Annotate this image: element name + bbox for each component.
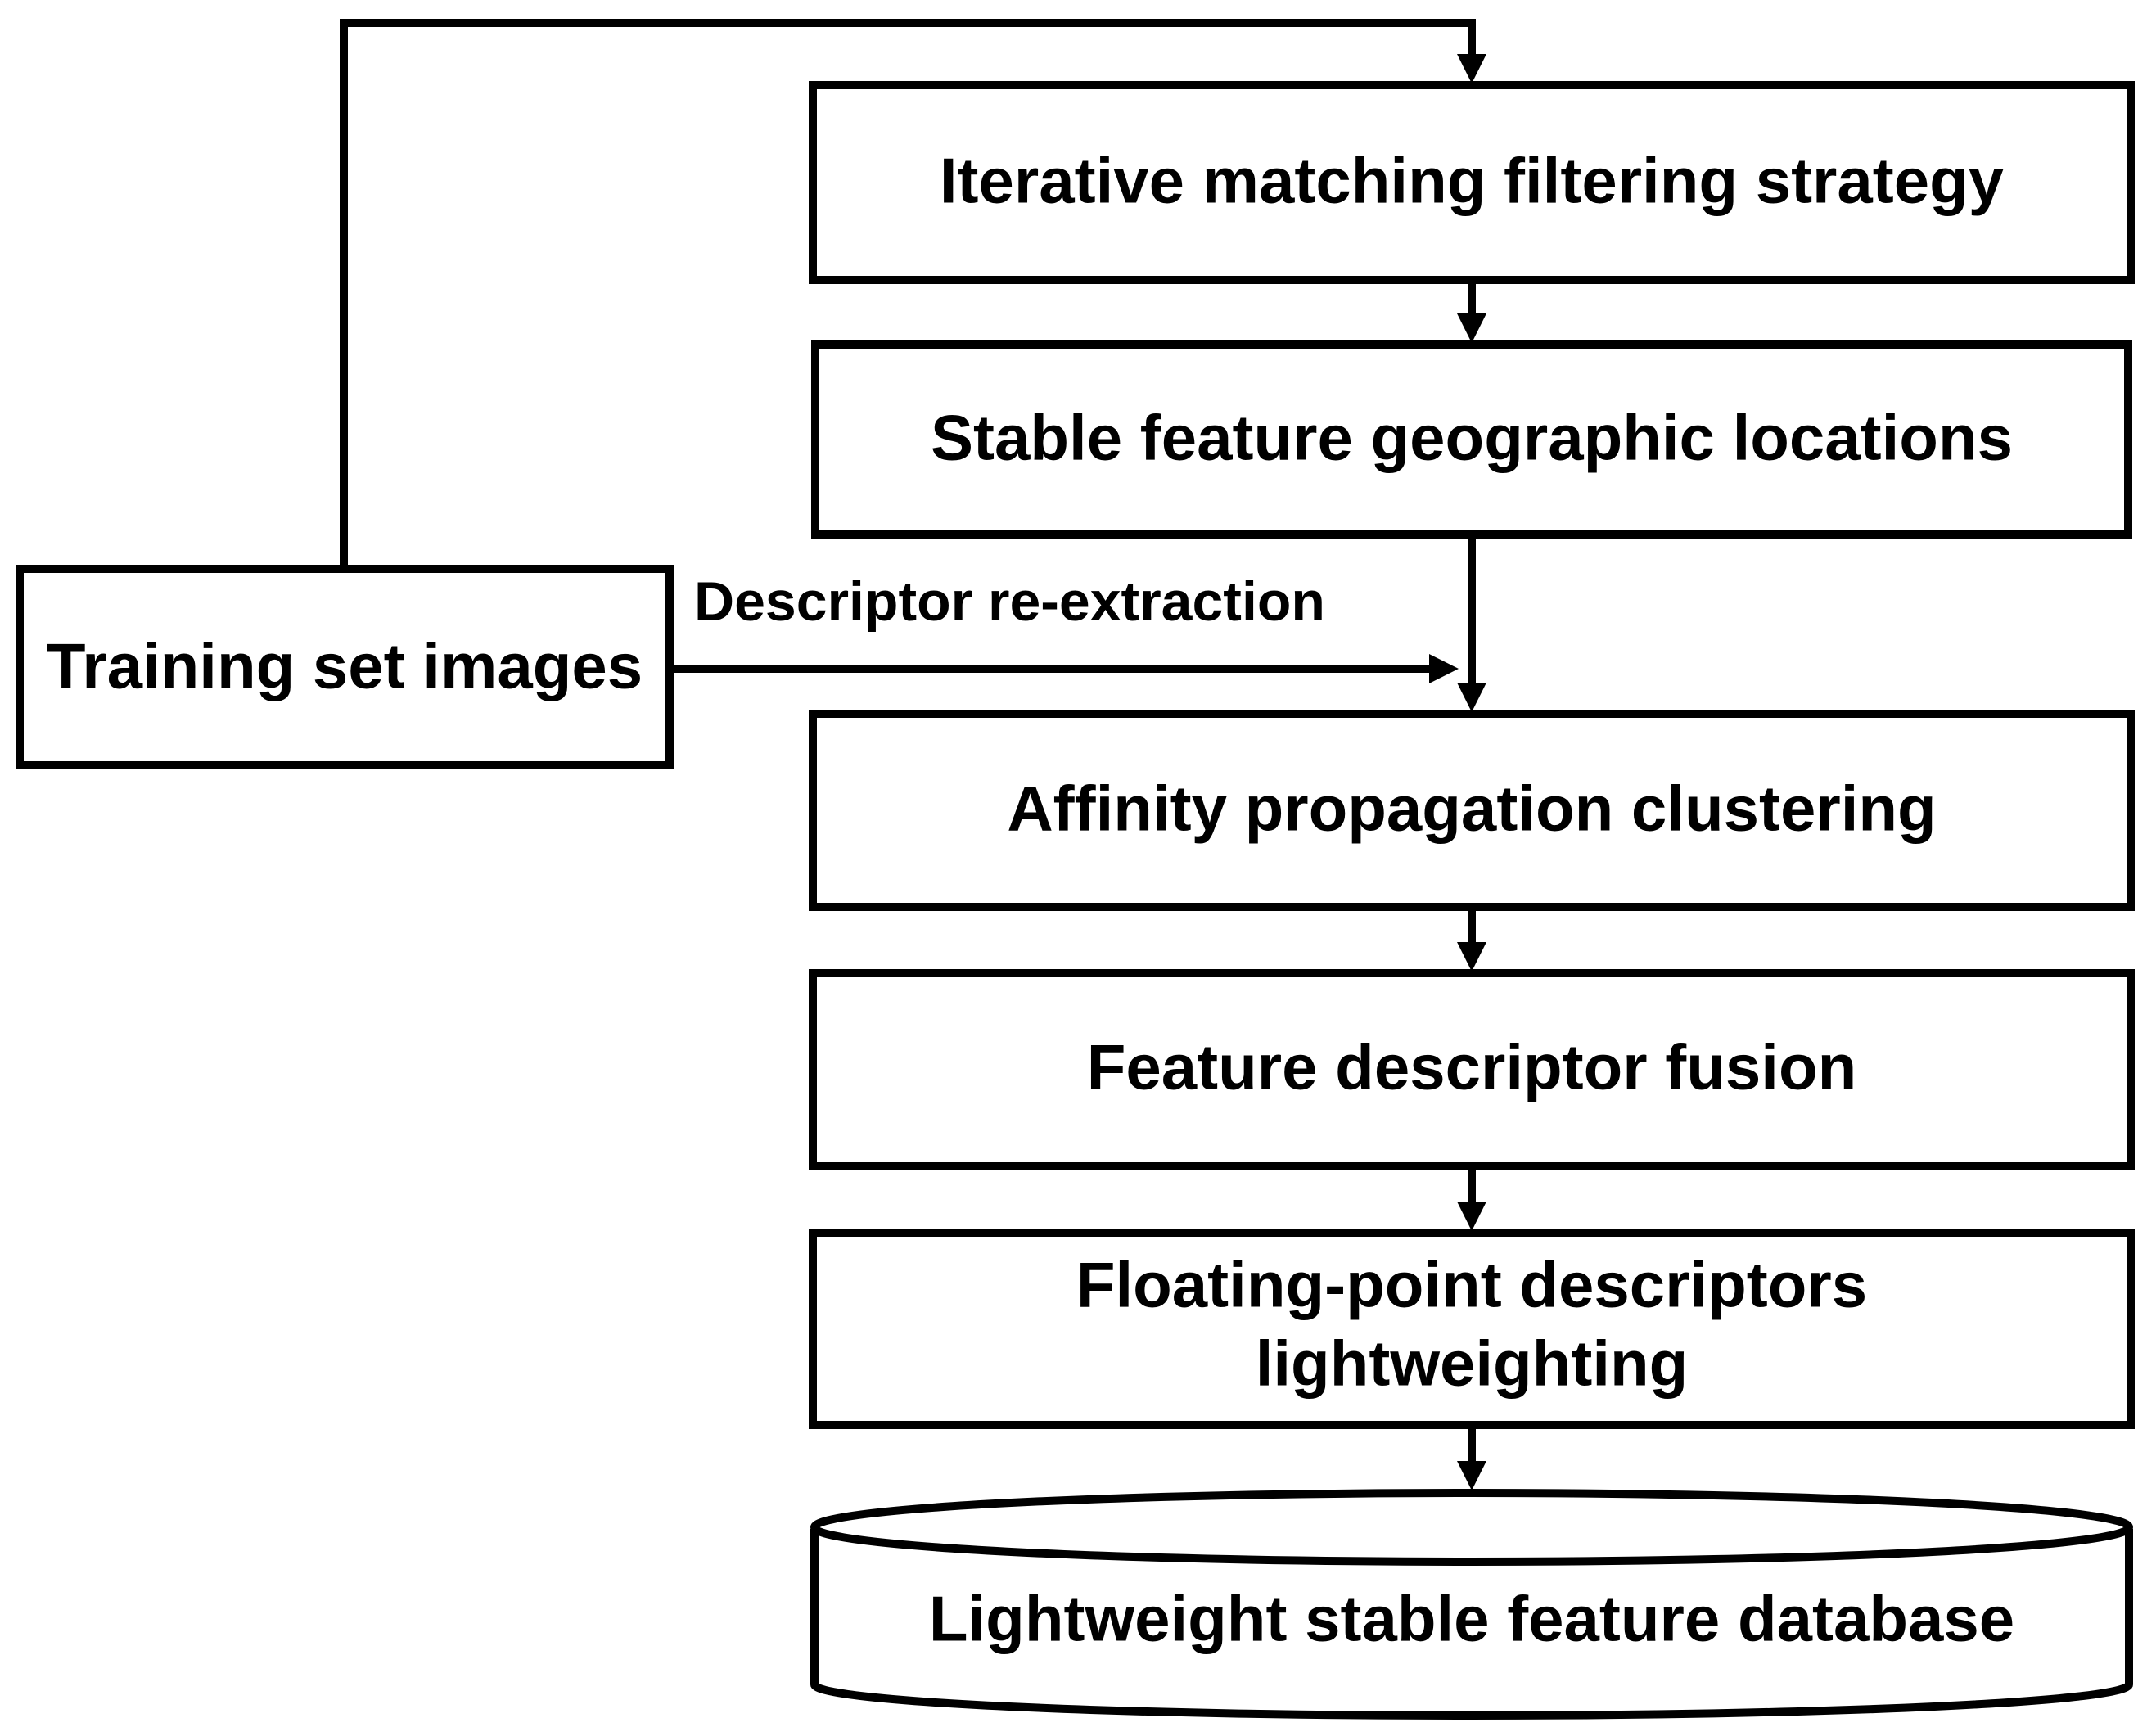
node-iterative-matching-label: Iterative matching filtering strategy [940,145,2004,217]
node-affinity-clustering: Affinity propagation clustering [809,710,2135,911]
arrow-affinity-to-fusion-head [1457,942,1486,972]
feedback-connector-line [340,19,1476,569]
node-training-set-images: Training set images [16,565,674,769]
arrow-lightweighting-to-database-head [1457,1461,1486,1490]
node-descriptor-fusion-label: Feature descriptor fusion [1087,1031,1857,1103]
edge-label-descriptor-reextraction: Descriptor re-extraction [694,570,1325,633]
node-stable-locations-label: Stable feature geographic locations [931,402,2013,474]
node-stable-locations: Stable feature geographic locations [811,340,2132,539]
arrow-reextraction-head [1429,654,1459,683]
node-lightweighting-label-line1: Floating-point descriptors [1076,1249,1867,1321]
node-database-label: Lightweight stable feature database [929,1583,2014,1655]
node-training-set-images-label: Training set images [47,630,643,702]
feedback-arrowhead [1457,54,1486,83]
node-affinity-clustering-label: Affinity propagation clustering [1007,773,1936,845]
arrow-fusion-to-lightweighting-head [1457,1202,1486,1231]
database-cylinder-top [810,1489,2133,1566]
arrow-iterative-to-stable-head [1457,313,1486,343]
node-descriptor-fusion: Feature descriptor fusion [809,969,2135,1170]
node-database-cylinder: Lightweight stable feature database [810,1489,2133,1720]
node-lightweighting: Floating-point descriptors lightweightin… [809,1229,2135,1429]
node-lightweighting-label-line2: lightweighting [1256,1328,1689,1400]
arrow-stable-to-affinity-head [1457,683,1486,712]
node-iterative-matching: Iterative matching filtering strategy [809,81,2135,284]
database-cylinder-body [810,1529,2133,1720]
